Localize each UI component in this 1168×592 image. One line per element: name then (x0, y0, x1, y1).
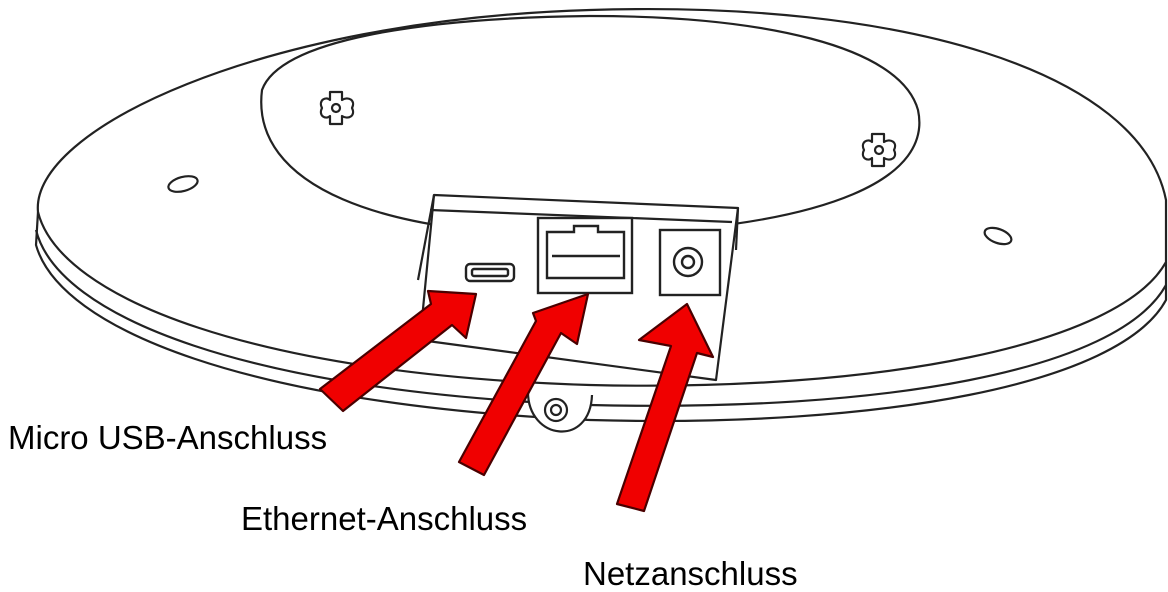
arrow-micro-usb (318, 289, 478, 413)
ethernet-port-icon (536, 216, 634, 295)
ethernet-label: Ethernet-Anschluss (241, 500, 528, 537)
arrow-power (615, 302, 715, 513)
dc-power-jack-icon (658, 228, 722, 297)
power-label: Netzanschluss (583, 555, 798, 592)
micro-usb-label: Micro USB-Anschluss (8, 419, 328, 456)
device-body (34, 7, 1168, 433)
keyhole-mount-left (319, 90, 355, 126)
arrows (318, 289, 715, 513)
arrow-ethernet (457, 292, 590, 477)
micro-usb-port-icon (464, 262, 516, 283)
keyhole-mount-right (861, 132, 897, 168)
